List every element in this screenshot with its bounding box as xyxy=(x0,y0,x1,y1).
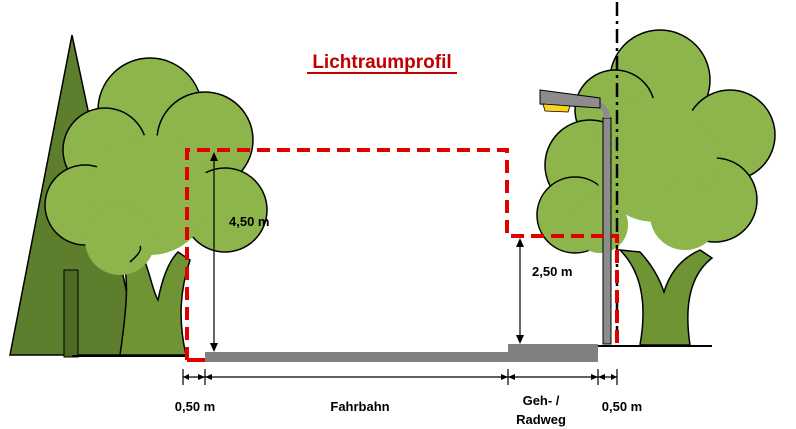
margin-label-right: 0,50 m xyxy=(602,399,642,414)
page-title: Lichtraumprofil xyxy=(312,52,451,73)
deciduous-tree-icon xyxy=(536,29,776,346)
path-label-line1: Geh- / xyxy=(523,393,560,408)
road-label: Fahrbahn xyxy=(330,399,389,414)
margin-label-left: 0,50 m xyxy=(175,399,215,414)
street-lamp-icon xyxy=(539,89,612,345)
height-label-path: 2,50 m xyxy=(532,264,572,279)
path-surface xyxy=(508,344,598,362)
clearance-profile-outline xyxy=(185,148,619,360)
height-label-road: 4,50 m xyxy=(229,214,269,229)
path-label-line2: Radweg xyxy=(516,412,566,427)
deciduous-tree-icon xyxy=(44,57,268,356)
width-dimension-line xyxy=(182,369,618,385)
height-dimension-path xyxy=(516,238,524,344)
height-dimension-road xyxy=(210,152,218,352)
road-surface xyxy=(205,352,508,362)
